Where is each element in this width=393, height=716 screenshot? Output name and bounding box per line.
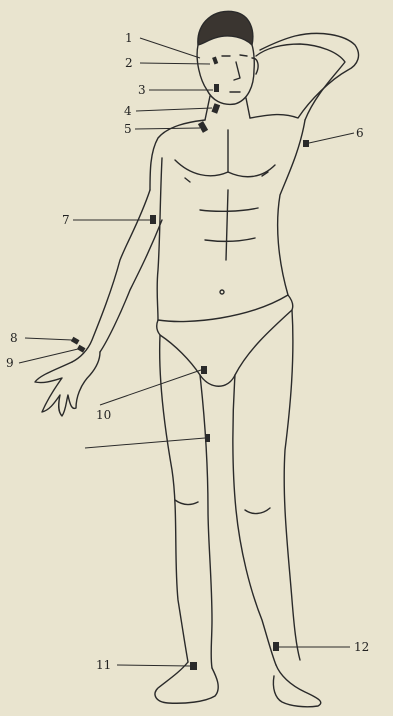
marker-4 bbox=[211, 103, 220, 114]
briefs bbox=[157, 295, 293, 386]
abdomen bbox=[200, 190, 258, 260]
marker-6 bbox=[303, 140, 309, 147]
marker-1 bbox=[212, 56, 218, 64]
hand bbox=[35, 352, 100, 416]
marker-10b bbox=[205, 434, 210, 442]
label-11: 11 bbox=[96, 658, 111, 672]
left-torso bbox=[157, 158, 162, 320]
marker-5 bbox=[198, 121, 208, 133]
label-12: 12 bbox=[354, 640, 369, 654]
nose-mouth bbox=[230, 62, 240, 92]
label-7: 7 bbox=[62, 213, 70, 227]
chest bbox=[175, 160, 275, 177]
label-3: 3 bbox=[138, 83, 146, 97]
left-foot bbox=[155, 662, 218, 703]
eyes bbox=[222, 55, 247, 56]
left-shoulder bbox=[150, 120, 205, 190]
hair bbox=[198, 11, 253, 45]
label-8: 8 bbox=[10, 331, 18, 345]
marker-11 bbox=[190, 662, 197, 670]
label-6: 6 bbox=[356, 126, 364, 140]
raised-arm bbox=[250, 33, 359, 118]
left-leg bbox=[160, 335, 188, 662]
label-2: 2 bbox=[125, 56, 133, 70]
head bbox=[197, 45, 254, 104]
label-5: 5 bbox=[124, 122, 132, 136]
label-4: 4 bbox=[124, 104, 132, 118]
marker-9 bbox=[77, 345, 86, 353]
marker-3 bbox=[214, 84, 219, 92]
label-1: 1 bbox=[125, 31, 133, 45]
label-9: 9 bbox=[6, 356, 14, 370]
ear bbox=[252, 58, 258, 74]
label-10: 10 bbox=[96, 408, 111, 422]
right-torso bbox=[278, 120, 305, 295]
left-arm bbox=[72, 190, 150, 362]
right-leg bbox=[233, 375, 276, 665]
marker-7 bbox=[150, 215, 156, 224]
marker-12 bbox=[273, 642, 279, 651]
marker-10 bbox=[201, 366, 207, 374]
right-foot bbox=[273, 665, 320, 707]
marker-8 bbox=[71, 337, 80, 345]
